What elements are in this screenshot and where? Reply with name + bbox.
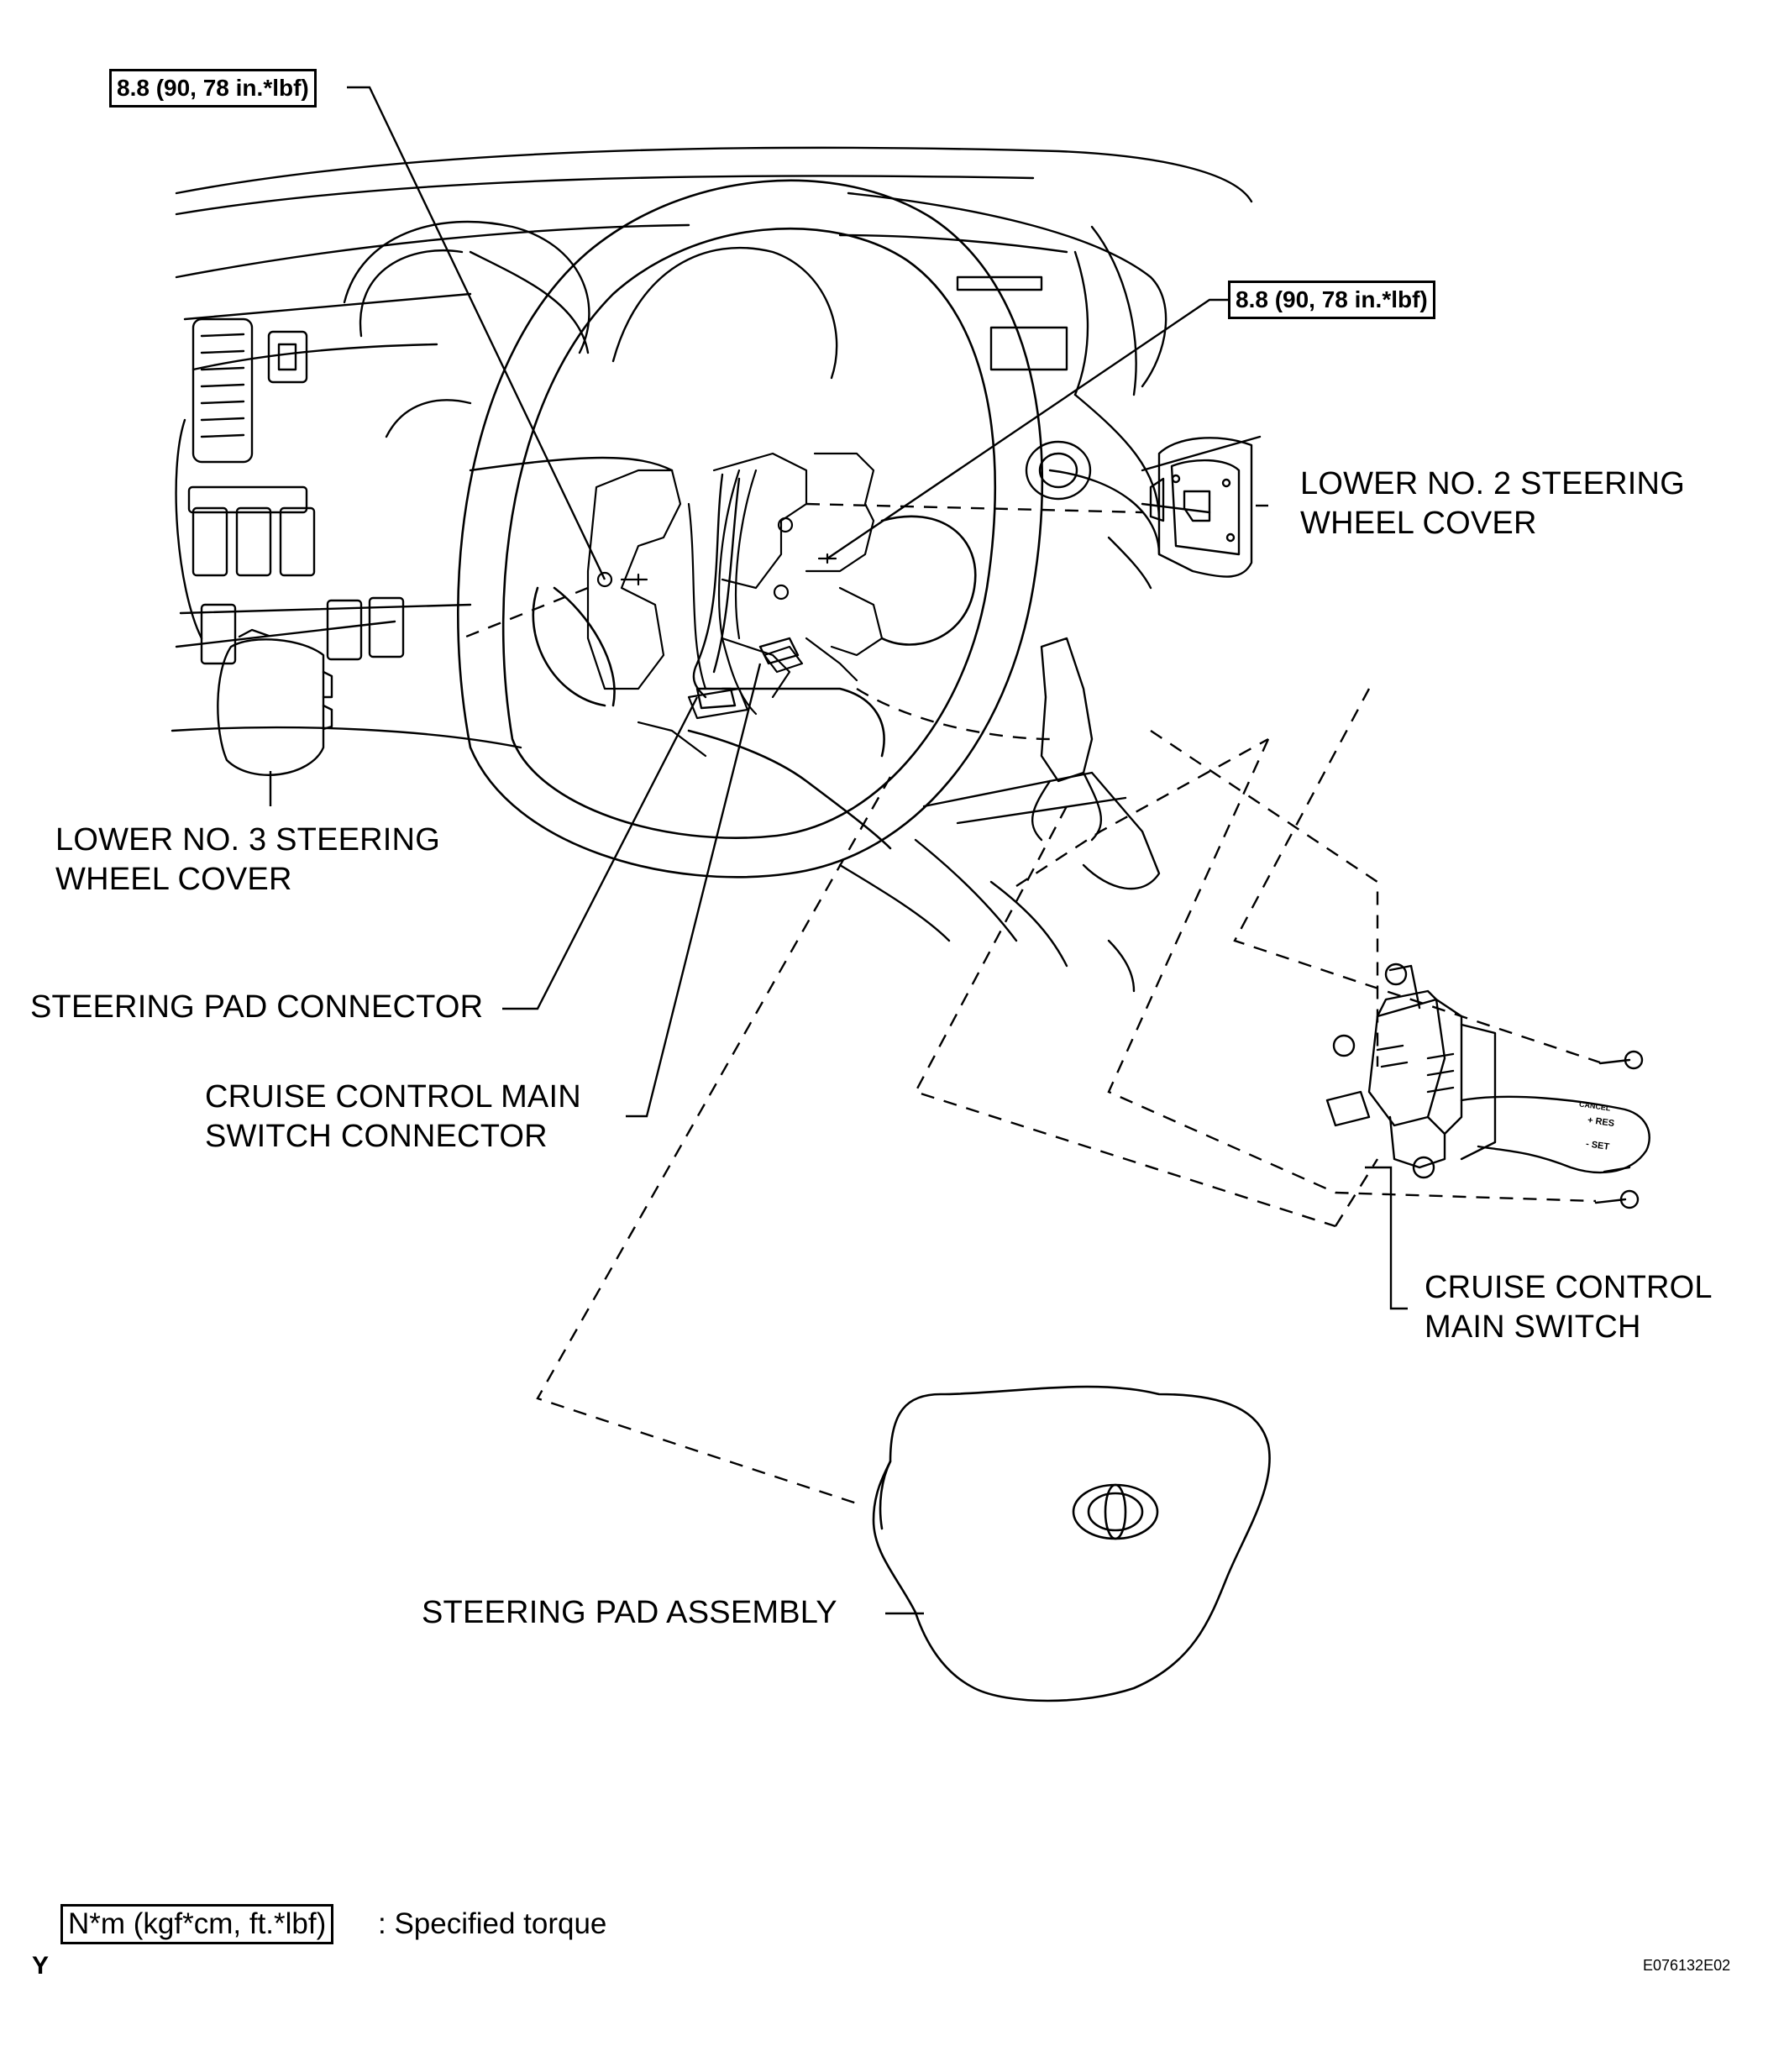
connector-wiring <box>692 473 800 710</box>
lower-no3-cover-part <box>217 628 333 776</box>
instrument-cluster <box>343 220 838 438</box>
corner-letter: Y <box>32 1952 50 1980</box>
steering-wheel <box>457 179 1044 879</box>
legend-meaning: : Specified torque <box>378 1907 607 1940</box>
torque-spec-right: 8.8 (90, 78 in.*lbf) <box>1228 281 1435 319</box>
shift-lever <box>838 637 1161 993</box>
lower-no2-cover-part <box>1149 437 1253 578</box>
figure-id: E076132E02 <box>1643 1957 1731 1974</box>
steering-pad-part <box>872 1385 1271 1702</box>
left-vent-and-switch-panel <box>187 317 405 665</box>
label-steering-pad-connector: STEERING PAD CONNECTOR <box>30 989 484 1025</box>
cruise-control-switch-part <box>1325 963 1650 1179</box>
torque-spec-top: 8.8 (90, 78 in.*lbf) <box>109 69 317 108</box>
steering-hub-mechanism <box>586 452 884 758</box>
legend-unit-box: N*m (kgf*cm, ft.*lbf) <box>60 1904 334 1944</box>
label-lower-no2-cover: LOWER NO. 2 STEERING WHEEL COVER <box>1300 466 1685 541</box>
label-steering-pad-assembly: STEERING PAD ASSEMBLY <box>422 1595 837 1630</box>
assembly-dashed-lines <box>461 502 1601 1505</box>
leader-lines <box>269 86 1408 1615</box>
screws <box>1594 1050 1644 1209</box>
label-cruise-control-switch: CRUISE CONTROL MAIN SWITCH <box>1425 1270 1713 1345</box>
label-lower-no3-cover: LOWER NO. 3 STEERING WHEEL COVER <box>55 822 440 897</box>
label-cruise-control-connector: CRUISE CONTROL MAIN SWITCH CONNECTOR <box>205 1079 581 1154</box>
